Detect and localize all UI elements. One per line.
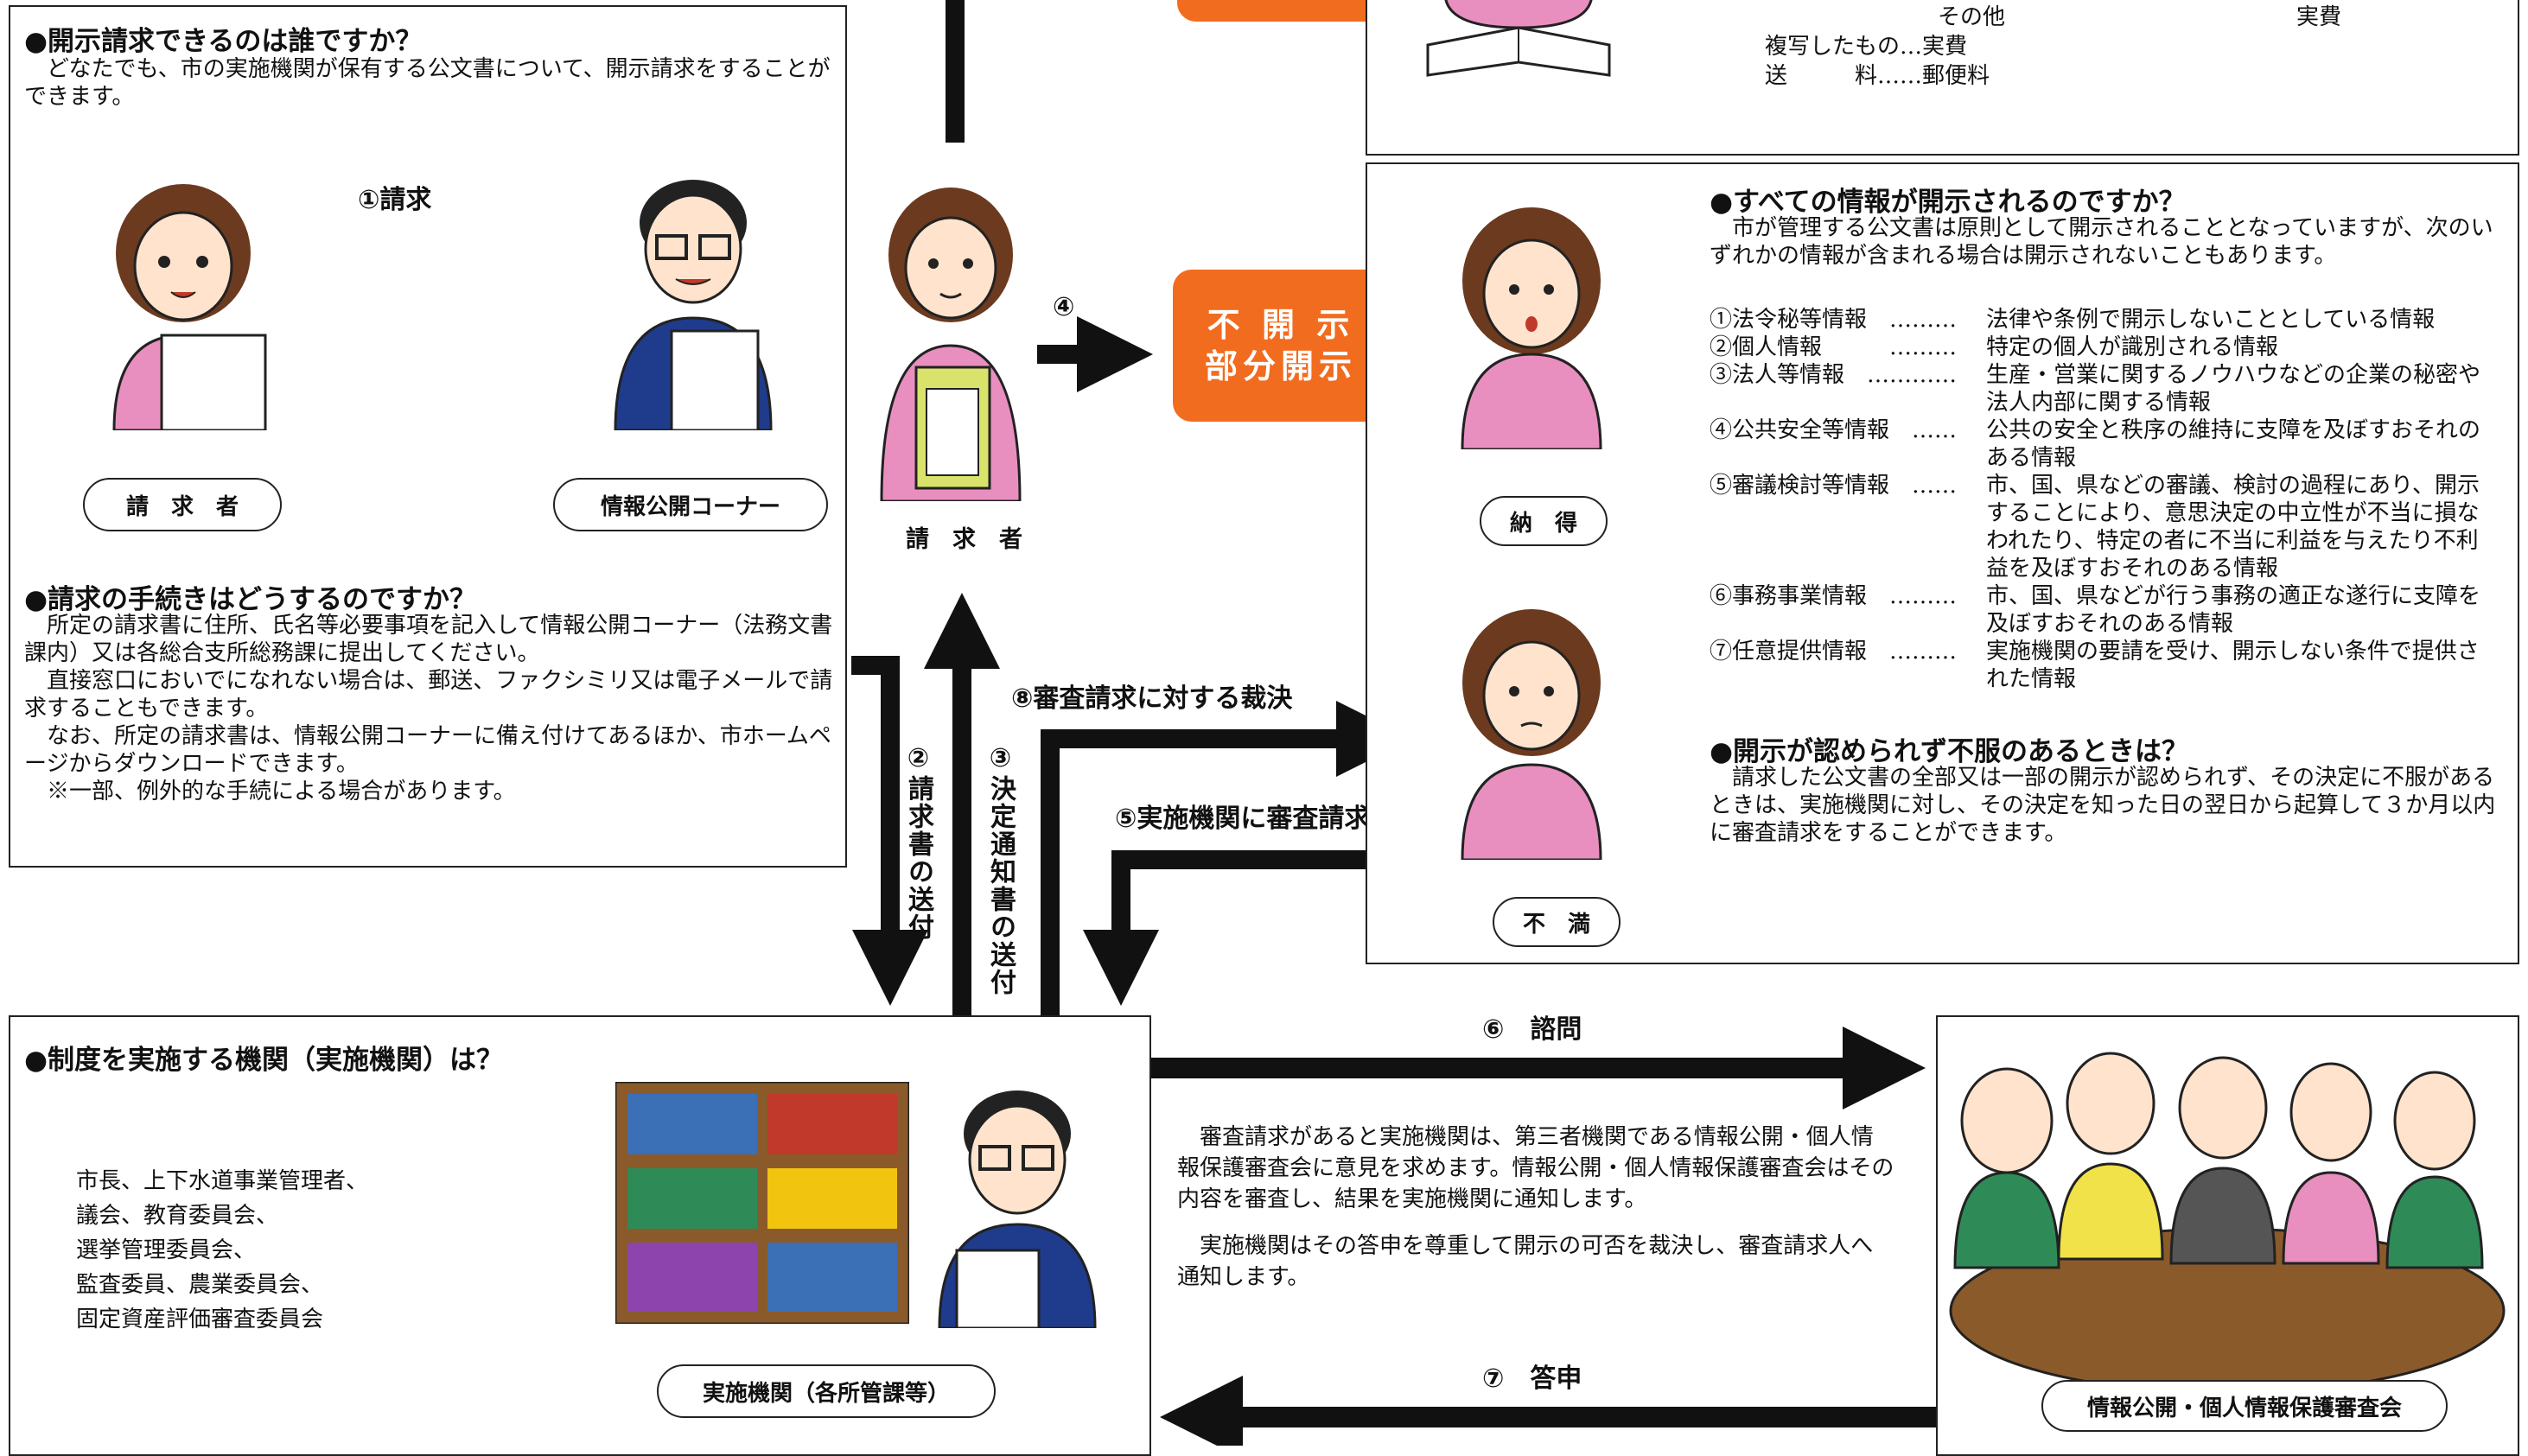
arrow-step2: [851, 656, 928, 1006]
step7-label: ⑦ 答申: [1482, 1364, 1582, 1394]
agency-heading: ●制度を実施する機関（実施機関）は？: [24, 1045, 504, 1076]
agency-list: 市長、上下水道事業管理者、 議会、教育委員会、 選挙管理委員会、 監査委員、農業…: [76, 1164, 368, 1337]
bookshelf-illustration: [615, 1082, 909, 1324]
panel-disclose: 納 得 不 満 ●すべての情報が開示されるのですか？ 市が管理する公文書は原則と…: [1366, 162, 2519, 964]
label-agency: 実施機関（各所管課等）: [657, 1364, 996, 1418]
who-heading: ●開示請求できるのは誰ですか？: [24, 26, 423, 57]
agency-line-2: 議会、教育委員会、: [76, 1203, 279, 1229]
procedure-p2: 直接窓口においでになれない場合は、郵送、ファクシミリ又は電子メールで請求すること…: [24, 668, 833, 722]
fee-postage: 送 料……郵便料: [1765, 63, 1990, 89]
agency-line-3: 選挙管理委員会、: [76, 1237, 257, 1263]
step3-label: ③決定通知書の送付: [985, 743, 1016, 996]
step1-label: ①請求: [358, 185, 432, 215]
arrow-step5: [1083, 850, 1426, 1006]
panel-who: ●開示請求できるのは誰ですか？ どなたでも、市の実施機関が保有する公文書について…: [9, 5, 847, 868]
step4-label: ④: [1053, 292, 1075, 322]
label-council: 情報公開・個人情報保護審査会: [2041, 1380, 2448, 1432]
woman-satisfied-illustration: [1461, 207, 1602, 449]
procedure-p3: なお、所定の請求書は、情報公開コーナーに備え付けてあるほか、市ホームページからダ…: [24, 723, 831, 777]
woman-dissatisfied-illustration: [1461, 609, 1602, 860]
result-nondisclosure-badge: 不 開 示 部分開示: [1173, 270, 1389, 422]
woman-center-illustration: [880, 188, 1022, 501]
procedure-heading: ●請求の手続きはどうするのですか？: [24, 584, 477, 615]
step6-label: ⑥ 諮問: [1482, 1014, 1582, 1045]
disclose-body: 市が管理する公文書は原則として開示されることとなっていますが、次のいずれかの情報…: [1710, 215, 2493, 269]
fee-other-value: 実費: [2296, 4, 2342, 30]
fee-other: その他: [1938, 4, 2006, 30]
agency-line-5: 固定資産評価審査委員会: [76, 1307, 324, 1332]
appeal-heading: ●開示が認められず不服のあるときは？: [1710, 736, 2189, 767]
reading-woman-illustration: [1426, 0, 1611, 77]
agency-line-4: 監査委員、農業委員会、: [76, 1272, 324, 1298]
result-line1: 不 開 示: [1207, 306, 1355, 344]
procedure-p1: 所定の請求書に住所、氏名等必要事項を記入して情報公開コーナー（法務文書課内）又は…: [24, 613, 833, 666]
procedure-p4: ※一部、例外的な手続による場合があります。: [47, 779, 516, 804]
who-body: どなたでも、市の実施機関が保有する公文書について、開示請求をすることができます。: [24, 56, 831, 110]
step2-label: ②請求書の送付: [903, 743, 933, 941]
label-requester-left: 請 求 者: [83, 478, 282, 531]
disclose-heading: ●すべての情報が開示されるのですか？: [1710, 187, 2186, 218]
woman-requester-illustration: [112, 184, 267, 430]
fee-copy: 複写したもの…実費: [1765, 34, 1968, 60]
review-body-1: 審査請求があると実施機関は、第三者機関である情報公開・個人情報保護審査会に意見を…: [1177, 1124, 1894, 1212]
review-body-2: 実施機関はその答申を尊重して開示の可否を裁決し、審査請求人へ通知します。: [1177, 1233, 1874, 1290]
label-info-corner: 情報公開コーナー: [553, 478, 828, 531]
label-satisfied: 納 得: [1480, 496, 1608, 546]
panel-fees: その他 実費 複写したもの…実費 送 料……郵便料: [1366, 0, 2519, 156]
man-agency-illustration: [938, 1090, 1097, 1328]
appeal-body: 請求した公文書の全部又は一部の開示が認められず、その決定に不服があるときは、実施…: [1710, 765, 2496, 846]
result-line2: 部分開示: [1204, 347, 1357, 385]
agency-line-1: 市長、上下水道事業管理者、: [76, 1168, 369, 1194]
label-requester-center: 請 求 者: [906, 526, 1022, 553]
arrow-step8: [1041, 701, 1412, 1015]
step5-label: ⑤実施機関に審査請求: [1115, 804, 1371, 834]
panel-agency: ●制度を実施する機関（実施機関）は？ 市長、上下水道事業管理者、 議会、教育委員…: [9, 1015, 1151, 1456]
panel-council: 情報公開・個人情報保護審査会: [1936, 1015, 2519, 1456]
man-officer-illustration: [614, 180, 773, 430]
result-disclosure-badge-top: [1177, 0, 1389, 22]
label-dissatisfied: 不 満: [1493, 897, 1621, 947]
step8-label: ⑧審査請求に対する裁決: [1011, 683, 1293, 714]
council-meeting-illustration: [1949, 1052, 2506, 1389]
